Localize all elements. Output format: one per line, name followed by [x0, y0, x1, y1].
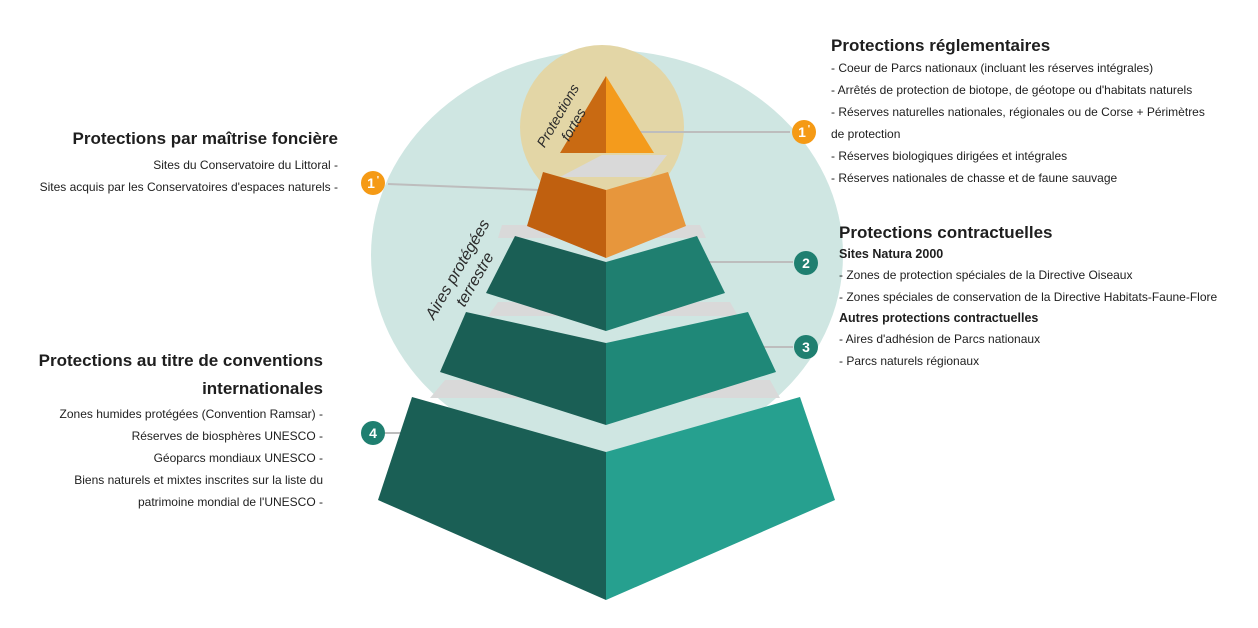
list-item: - Coeur de Parcs nationaux (incluant les…	[831, 61, 1154, 75]
list-item: - Réserves biologiques dirigées et intég…	[831, 149, 1068, 163]
list-item: Sites acquis par les Conservatoires d'es…	[39, 180, 338, 194]
conventions-title-line2: internationales	[202, 379, 323, 398]
reglementaires-title: Protections réglementaires	[831, 36, 1051, 55]
svg-text:4: 4	[369, 425, 377, 441]
list-item: - Arrêtés de protection de biotope, de g…	[831, 83, 1193, 97]
connector-1-left	[387, 183, 541, 191]
list-item: Géoparcs mondiaux UNESCO -	[153, 451, 323, 465]
svg-text:1: 1	[798, 124, 806, 140]
svg-text:': '	[808, 124, 810, 135]
contractuelles-block: Protections contractuelles Sites Natura …	[839, 222, 1217, 372]
conventions-block: Protections au titre de conventions inte…	[39, 347, 323, 513]
contractuelles-title: Protections contractuelles	[839, 223, 1053, 242]
badge-2: 2	[794, 251, 818, 275]
svg-text:': '	[377, 175, 379, 186]
band-top	[560, 155, 667, 177]
list-item: - Aires d'adhésion de Parcs nationaux	[839, 332, 1041, 346]
conventions-title-line1: Protections au titre de conventions	[38, 351, 323, 370]
svg-text:3: 3	[802, 339, 810, 355]
conventions-list: Zones humides protégées (Convention Rams…	[39, 403, 323, 513]
connector-lines	[385, 131, 793, 434]
list-item: Sites du Conservatoire du Littoral -	[153, 158, 338, 172]
other-contract-subtitle: Autres protections contractuelles	[839, 311, 1039, 325]
badge-1-right: 1 '	[792, 120, 816, 144]
tier1-lower-left	[527, 172, 606, 258]
list-item: Zones humides protégées (Convention Rams…	[59, 407, 323, 421]
reglementaires-block: Protections réglementaires - Coeur de Pa…	[831, 35, 1205, 189]
list-item: - Parcs naturels régionaux	[839, 354, 980, 368]
tier2-left	[486, 236, 606, 331]
list-item: - Réserves naturelles nationales, région…	[831, 105, 1205, 119]
tier1-lower-right	[606, 172, 686, 258]
list-item: - Réserves nationales de chasse et de fa…	[831, 171, 1118, 185]
fonciere-block: Protections par maîtrise foncière Sites …	[40, 128, 338, 198]
fonciere-list: Sites du Conservatoire du Littoral - Sit…	[40, 154, 338, 198]
badge-4: 4	[361, 421, 385, 445]
list-item: patrimoine mondial de l'UNESCO -	[137, 495, 323, 509]
fonciere-title: Protections par maîtrise foncière	[72, 129, 338, 148]
list-item: - Zones de protection spéciales de la Di…	[839, 268, 1133, 282]
svg-text:2: 2	[802, 255, 810, 271]
tier3-left	[440, 312, 606, 425]
badge-3: 3	[794, 335, 818, 359]
tier4-left	[378, 397, 606, 600]
list-item: Réserves de biosphères UNESCO -	[131, 429, 323, 443]
badge-1-left: 1 '	[361, 171, 385, 195]
list-item: Biens naturels et mixtes inscrites sur l…	[74, 473, 323, 487]
natura-list: - Zones de protection spéciales de la Di…	[839, 264, 1217, 308]
list-item: - Zones spéciales de conservation de la …	[839, 290, 1218, 304]
svg-text:1: 1	[367, 175, 375, 191]
tier1-top-right	[606, 76, 654, 153]
list-item: de protection	[831, 127, 901, 141]
tier2-right	[606, 236, 725, 331]
reglementaires-list: - Coeur de Parcs nationaux (incluant les…	[831, 57, 1205, 189]
other-contract-list: - Aires d'adhésion de Parcs nationaux - …	[839, 328, 1217, 372]
tier3-right	[606, 312, 776, 425]
tier1-top-left	[560, 76, 606, 153]
natura-subtitle: Sites Natura 2000	[839, 247, 944, 261]
tier4-right	[606, 397, 835, 600]
